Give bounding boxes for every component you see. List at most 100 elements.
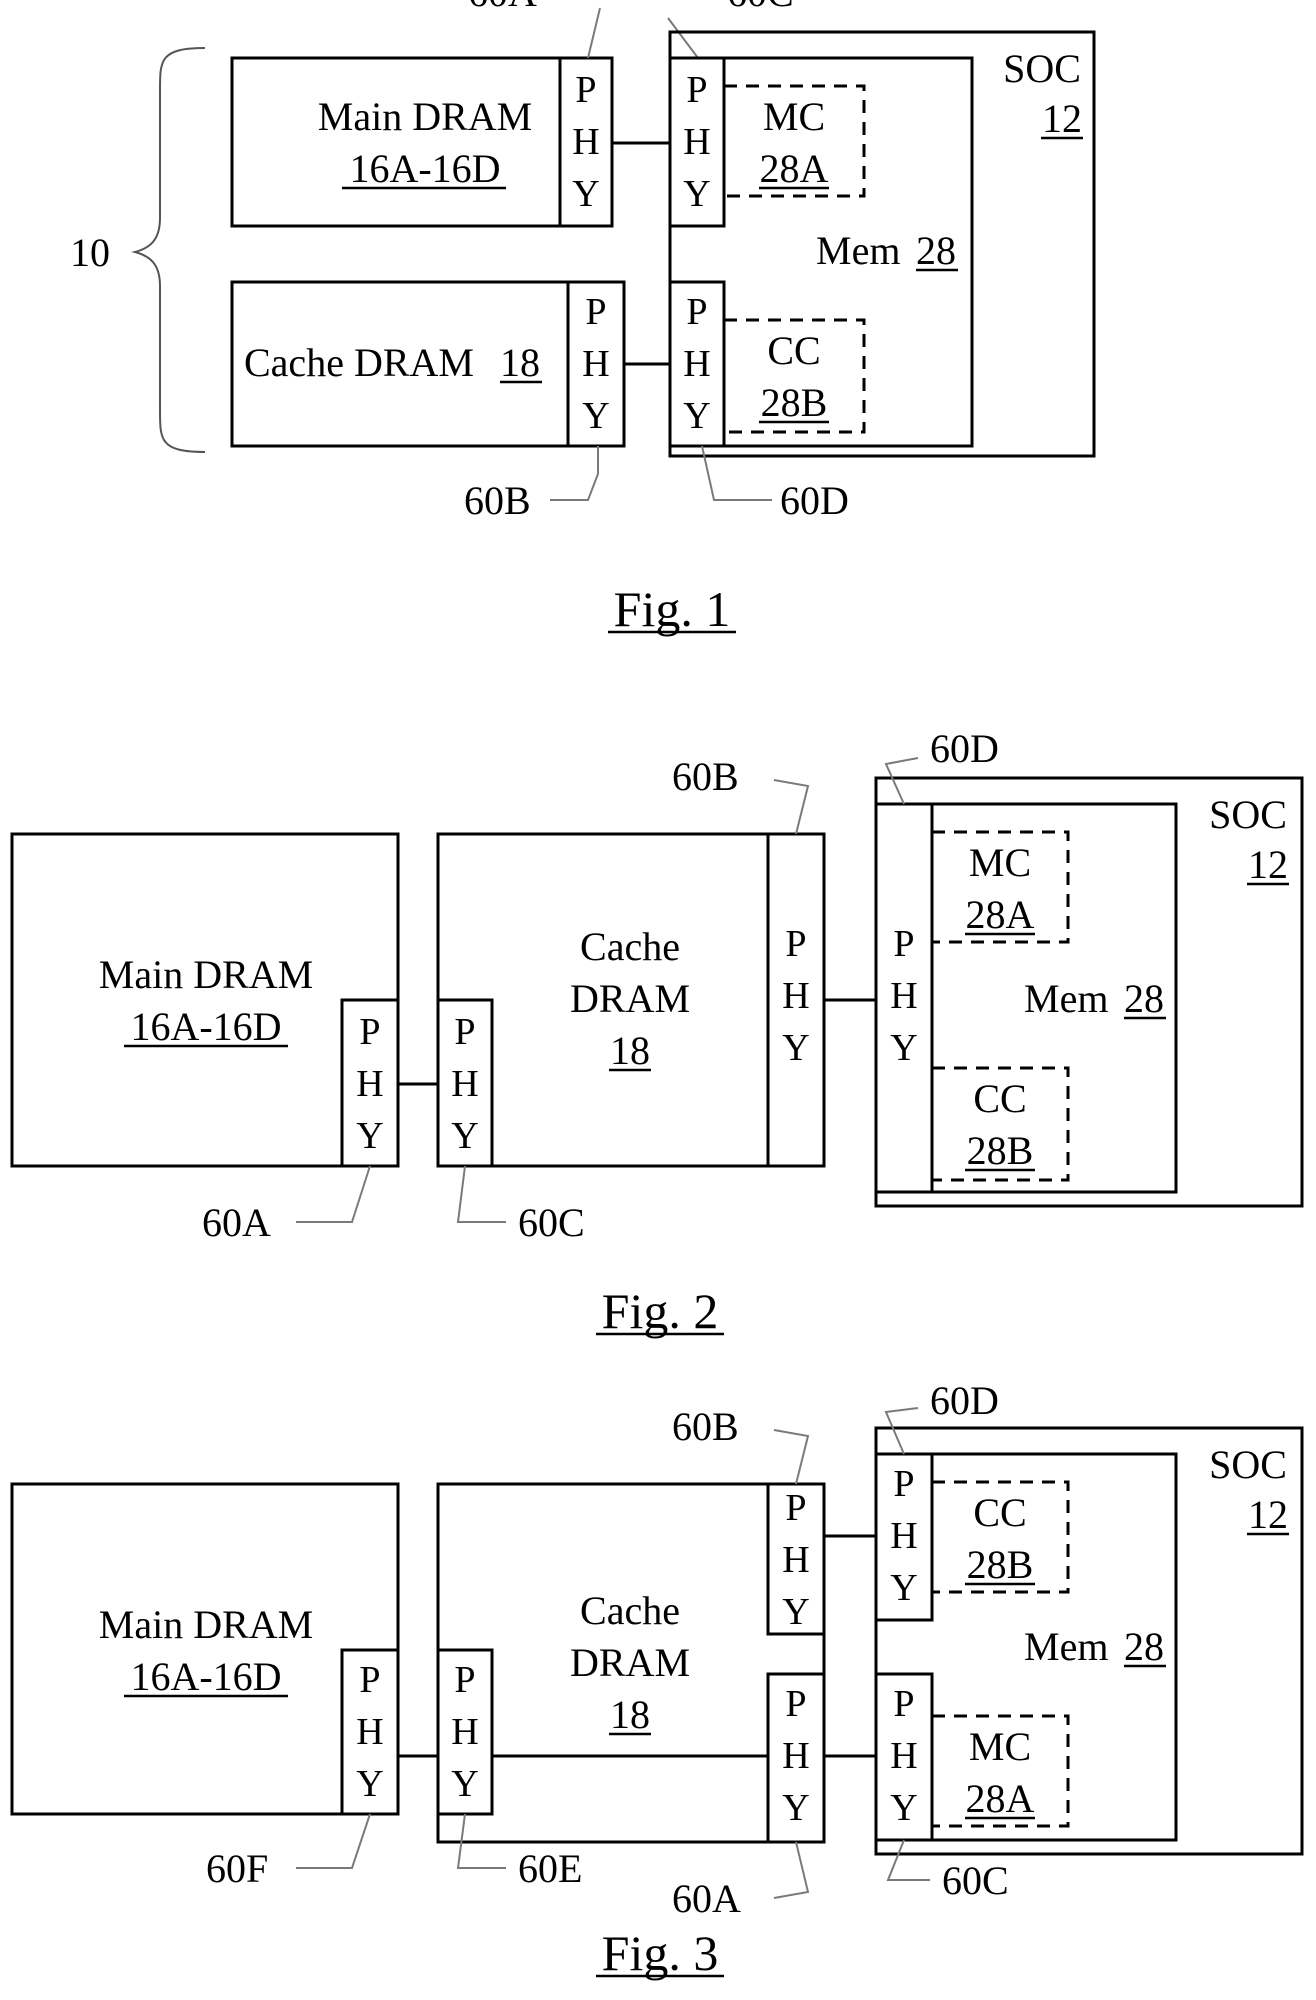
main-dram-name: Main DRAM xyxy=(99,1602,313,1647)
mem-ref: 28 xyxy=(1124,1624,1164,1669)
phy-letter: H xyxy=(782,1539,809,1581)
label-60a: 60A xyxy=(468,0,537,15)
phy-letter: H xyxy=(782,1735,809,1777)
phy-letter: P xyxy=(454,1011,475,1053)
phy-letter: Y xyxy=(451,1115,478,1157)
label-60d: 60D xyxy=(780,478,849,523)
label-60c: 60C xyxy=(727,0,794,15)
mem-box xyxy=(874,1452,1178,1842)
leader-60b xyxy=(773,1429,810,1485)
main-dram-box xyxy=(10,832,400,1168)
phy-letter: Y xyxy=(356,1763,383,1805)
cache-dram-name-1: Cache xyxy=(580,924,680,969)
phy-letter: H xyxy=(582,343,609,385)
leader-60b xyxy=(773,779,810,835)
mem-name: Mem xyxy=(816,228,900,273)
leader-60d xyxy=(884,1407,919,1455)
mc-ref: 28A xyxy=(966,892,1035,937)
leader-60c xyxy=(886,1839,930,1881)
phy-letter: P xyxy=(359,1011,380,1053)
mc-name: MC xyxy=(969,840,1031,885)
phy-letter: H xyxy=(356,1063,383,1105)
figure-1: 10 Main DRAM 16A-16D P H Y 60A 60C Cache… xyxy=(70,0,1096,637)
phy-letter: P xyxy=(686,291,707,333)
soc-name: SOC xyxy=(1003,46,1081,91)
label-60a: 60A xyxy=(672,1876,741,1921)
mc-ref: 28A xyxy=(760,146,829,191)
label-60e: 60E xyxy=(518,1846,582,1891)
phy-letter: Y xyxy=(782,1591,809,1633)
mc-name: MC xyxy=(969,1724,1031,1769)
main-dram-box xyxy=(230,56,562,228)
mem-name: Mem xyxy=(1024,1624,1108,1669)
phy-letter: P xyxy=(893,923,914,965)
soc-ref: 12 xyxy=(1248,1492,1288,1537)
label-60f: 60F xyxy=(206,1846,268,1891)
cc-name: CC xyxy=(973,1490,1026,1535)
cache-dram-name: Cache DRAM xyxy=(244,340,474,385)
phy-letter: P xyxy=(893,1683,914,1725)
system-ref-label: 10 xyxy=(70,230,110,275)
phy-letter: Y xyxy=(890,1027,917,1069)
system-brace xyxy=(131,47,206,453)
figure-3: Main DRAM 16A-16D P H Y Cache DRAM 18 P … xyxy=(10,1378,1304,1981)
phy-letter: P xyxy=(686,69,707,111)
cc-box xyxy=(930,1480,1070,1594)
main-dram-name: Main DRAM xyxy=(99,952,313,997)
phy-letter: Y xyxy=(782,1787,809,1829)
phy-letter: P xyxy=(785,1683,806,1725)
phy-letter: H xyxy=(356,1711,383,1753)
soc-ref: 12 xyxy=(1042,96,1082,141)
mc-box xyxy=(930,1714,1070,1828)
mem-ref: 28 xyxy=(916,228,956,273)
phy-letter: H xyxy=(890,1735,917,1777)
cache-dram-ref: 18 xyxy=(500,340,540,385)
label-60a: 60A xyxy=(202,1200,271,1245)
soc-name: SOC xyxy=(1209,792,1287,837)
phy-letter: P xyxy=(454,1659,475,1701)
leader-60d xyxy=(884,757,919,805)
mem-box xyxy=(668,56,974,448)
label-60d: 60D xyxy=(930,1378,999,1423)
cache-dram-name-2: DRAM xyxy=(570,1640,690,1685)
phy-letter: H xyxy=(683,121,710,163)
phy-letter: Y xyxy=(451,1763,478,1805)
cache-dram-ref: 18 xyxy=(610,1692,650,1737)
cc-box xyxy=(722,318,866,434)
figure-1-caption: Fig. 1 xyxy=(614,581,731,637)
cc-ref: 28B xyxy=(761,380,828,425)
label-60c: 60C xyxy=(518,1200,585,1245)
phy-letter: Y xyxy=(683,395,710,437)
phy-letter: H xyxy=(572,121,599,163)
phy-letter: Y xyxy=(890,1567,917,1609)
soc-name: SOC xyxy=(1209,1442,1287,1487)
leader-60a xyxy=(587,7,601,59)
phy-letter: Y xyxy=(572,173,599,215)
main-dram-ref: 16A-16D xyxy=(130,1004,281,1049)
main-dram-ref: 16A-16D xyxy=(130,1654,281,1699)
cc-name: CC xyxy=(767,328,820,373)
leader-60a xyxy=(773,1841,810,1899)
phy-letter: P xyxy=(359,1659,380,1701)
phy-letter: Y xyxy=(890,1787,917,1829)
cache-dram-name-1: Cache xyxy=(580,1588,680,1633)
label-60b: 60B xyxy=(464,478,531,523)
leader-60c xyxy=(456,1165,506,1223)
leader-60c xyxy=(667,17,699,59)
phy-letter: H xyxy=(890,1515,917,1557)
mc-name: MC xyxy=(763,94,825,139)
mem-name: Mem xyxy=(1024,976,1108,1021)
phy-letter: Y xyxy=(356,1115,383,1157)
phy-letter: H xyxy=(451,1711,478,1753)
label-60b: 60B xyxy=(672,754,739,799)
phy-letter: Y xyxy=(683,173,710,215)
main-dram-name: Main DRAM xyxy=(318,94,532,139)
main-dram-ref: 16A-16D xyxy=(349,146,500,191)
cc-ref: 28B xyxy=(967,1128,1034,1173)
mc-box xyxy=(930,830,1070,944)
phy-letter: P xyxy=(575,69,596,111)
mc-ref: 28A xyxy=(966,1776,1035,1821)
label-60b: 60B xyxy=(672,1404,739,1449)
leader-60e xyxy=(456,1813,506,1869)
